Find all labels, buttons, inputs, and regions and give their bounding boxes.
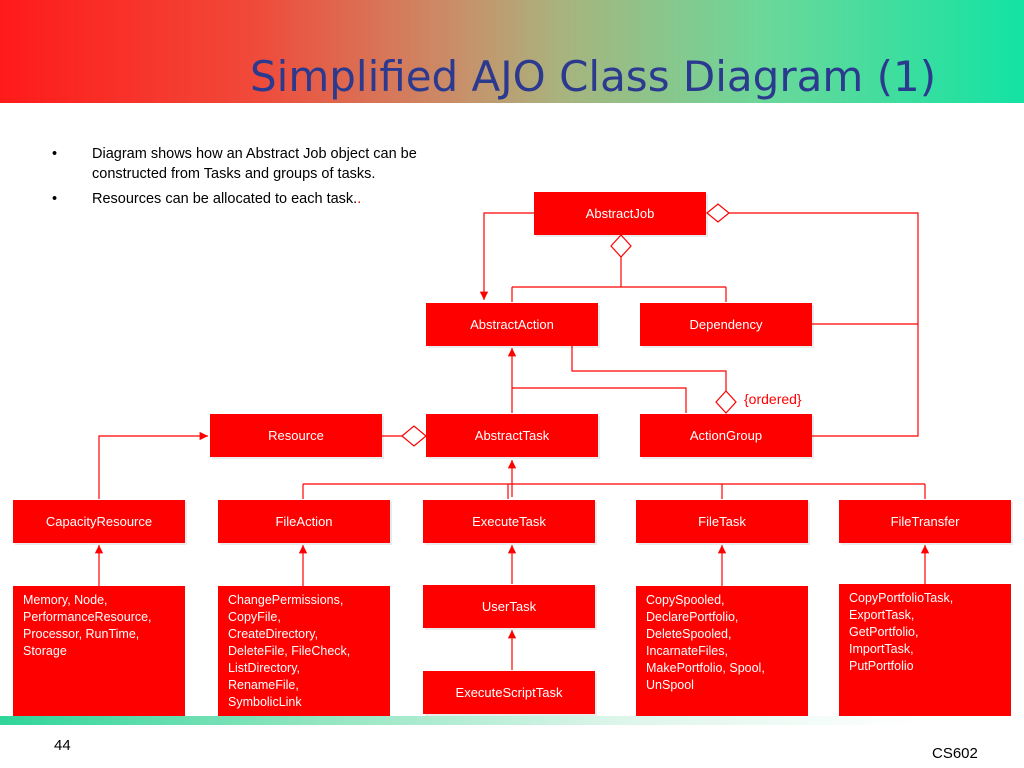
composition-diamond-ordered xyxy=(715,390,737,414)
file-task-subclasses: CopySpooled, DeclarePortfolio, DeleteSpo… xyxy=(636,586,808,718)
connector-job-to-action xyxy=(479,212,534,300)
composition-diamond-job-bottom xyxy=(610,234,632,258)
page-number: 44 xyxy=(54,737,71,754)
connector-subtasks-bus xyxy=(302,483,926,499)
class-dependency: Dependency xyxy=(640,303,812,346)
ordered-label: {ordered} xyxy=(744,391,802,407)
class-abstract-task: AbstractTask xyxy=(426,414,598,457)
connector-action-dependency-ordered xyxy=(571,346,727,391)
bullet-item: • Diagram shows how an Abstract Job obje… xyxy=(52,145,422,184)
bullet-accent: . xyxy=(357,191,362,207)
capacity-resource-subclasses: Memory, Node, PerformanceResource, Proce… xyxy=(13,586,185,718)
course-code: CS602 xyxy=(932,745,978,762)
bullet-text: Resources can be allocated to each task. xyxy=(92,191,358,207)
file-transfer-subclasses: CopyPortfolioTask, ExportTask, GetPortfo… xyxy=(839,584,1011,716)
class-file-task: FileTask xyxy=(636,500,808,543)
connector-actiongroup-to-action xyxy=(512,387,687,413)
bullet-marker: • xyxy=(52,191,58,207)
connector-job-composition xyxy=(511,257,727,302)
footer-line xyxy=(0,716,1024,725)
bullet-list: • Diagram shows how an Abstract Job obje… xyxy=(52,145,422,216)
class-action-group: ActionGroup xyxy=(640,414,812,457)
class-resource: Resource xyxy=(210,414,382,457)
connector-capacity-to-resource xyxy=(98,431,208,499)
composition-diamond-job-right xyxy=(706,203,730,223)
class-execute-script-task: ExecuteScriptTask xyxy=(423,671,595,714)
class-abstract-job: AbstractJob xyxy=(534,192,706,235)
bullet-item: • Resources can be allocated to each tas… xyxy=(52,190,422,210)
class-execute-task: ExecuteTask xyxy=(423,500,595,543)
class-user-task: UserTask xyxy=(423,585,595,628)
class-file-transfer: FileTransfer xyxy=(839,500,1011,543)
bullet-text: Diagram shows how an Abstract Job object… xyxy=(92,146,417,182)
class-file-action: FileAction xyxy=(218,500,390,543)
class-abstract-action: AbstractAction xyxy=(426,303,598,346)
file-action-subclasses: ChangePermissions, CopyFile, CreateDirec… xyxy=(218,586,390,718)
bullet-marker: • xyxy=(52,146,58,162)
slide-title: Simplified AJO Class Diagram (1) xyxy=(250,52,937,101)
header-band xyxy=(0,0,1024,103)
class-capacity-resource: CapacityResource xyxy=(13,500,185,543)
composition-diamond-task-left xyxy=(401,425,427,447)
